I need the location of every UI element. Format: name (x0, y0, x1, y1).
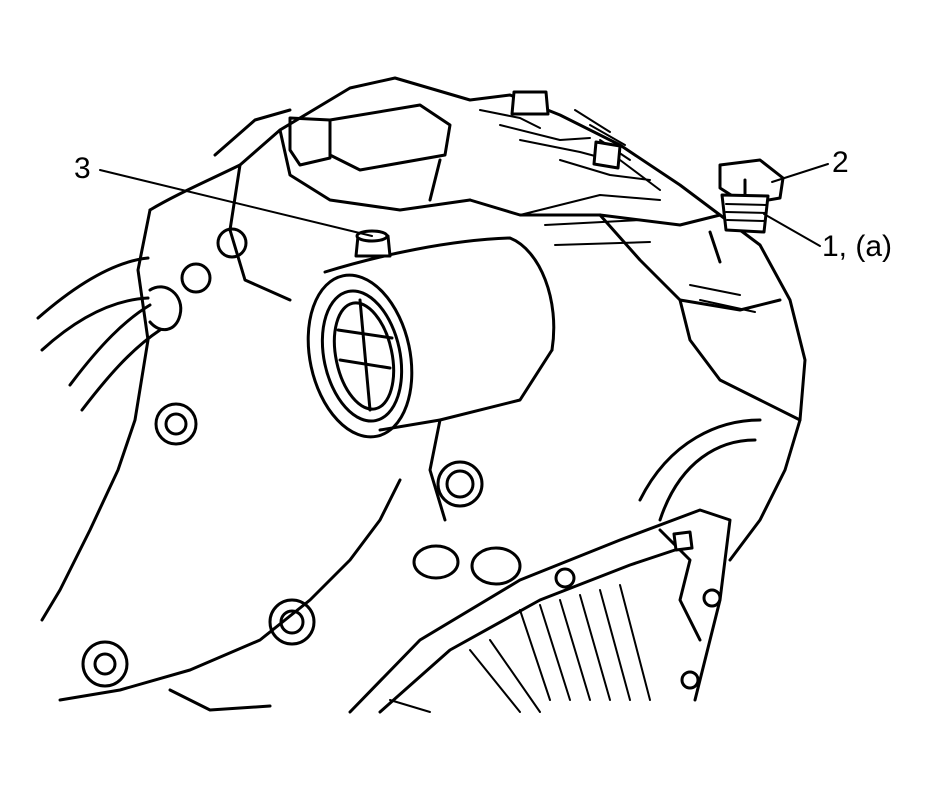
leader-3 (99, 169, 373, 237)
leader-2 (771, 163, 829, 183)
hand-illustration (36, 256, 183, 412)
leader-1 (763, 213, 821, 247)
top-bolts (510, 90, 622, 170)
breather-plug (708, 158, 785, 264)
level-plug (354, 229, 392, 258)
mounting-holes (81, 227, 722, 690)
leader-lines (99, 163, 829, 247)
side-cover (348, 418, 762, 714)
transmission-housing (40, 76, 807, 712)
output-shaft-seal (306, 236, 556, 522)
callout-2: 2 (832, 146, 849, 179)
callout-1: 1, (a) (822, 230, 892, 263)
callout-3: 3 (74, 152, 91, 185)
